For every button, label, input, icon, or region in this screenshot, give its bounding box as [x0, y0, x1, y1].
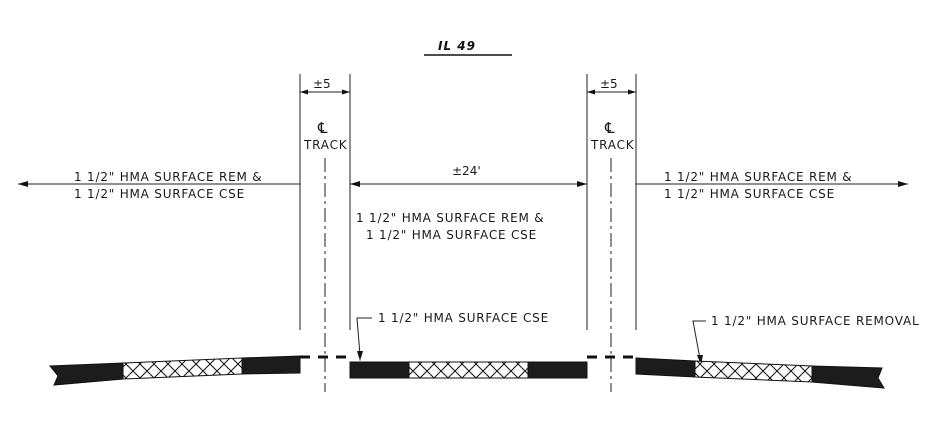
- callout-cse-arrowhead: [357, 351, 363, 361]
- right-note-line2: 1 1/2" HMA SURFACE CSE: [664, 187, 835, 201]
- center-slab-removal-zone: [408, 361, 529, 379]
- right-slab-removal-zone: [694, 360, 813, 383]
- left-note-line2: 1 1/2" HMA SURFACE CSE: [74, 187, 245, 201]
- callout-cse-leader: [356, 317, 372, 356]
- callout-cse-label: 1 1/2" HMA SURFACE CSE: [378, 311, 549, 325]
- left-slab-existing-inner: [241, 355, 301, 375]
- center-span-arrow-left: [350, 181, 360, 187]
- left-note-line1: 1 1/2" HMA SURFACE REM &: [74, 170, 262, 184]
- right-slab-existing-inner: [635, 357, 696, 378]
- center-note-line1: 1 1/2" HMA SURFACE REM &: [356, 211, 544, 225]
- callout-removal-label: 1 1/2" HMA SURFACE REMOVAL: [711, 314, 919, 328]
- track-left-label: TRACK: [303, 138, 348, 152]
- center-note-line2: 1 1/2" HMA SURFACE CSE: [366, 228, 537, 242]
- track-right-centerline-symbol: ℄: [604, 119, 615, 137]
- right-note-line1: 1 1/2" HMA SURFACE REM &: [664, 170, 852, 184]
- track-left-offset: ±5: [313, 77, 331, 91]
- center-slab-existing-left: [349, 361, 410, 379]
- track-right-offset: ±5: [600, 77, 618, 91]
- left-slab-removal-zone: [122, 357, 243, 380]
- right-slab-existing-outer: [811, 365, 885, 389]
- track-right-label: TRACK: [590, 138, 635, 152]
- callout-removal-leader: [692, 320, 706, 360]
- left-span-arrowhead: [18, 181, 28, 187]
- right-span-arrowhead: [898, 181, 908, 187]
- track-right-arrow-right: [628, 89, 636, 95]
- left-slab-existing-outer: [48, 362, 124, 386]
- center-span-arrow-right: [577, 181, 587, 187]
- track-left-arrow-left: [300, 89, 308, 95]
- section-title: IL 49: [438, 39, 476, 53]
- center-slab-existing-right: [527, 361, 588, 379]
- track-right-arrow-left: [587, 89, 595, 95]
- center-span-value: ±24': [452, 164, 481, 178]
- track-left-arrow-right: [342, 89, 350, 95]
- track-left-centerline-symbol: ℄: [317, 119, 328, 137]
